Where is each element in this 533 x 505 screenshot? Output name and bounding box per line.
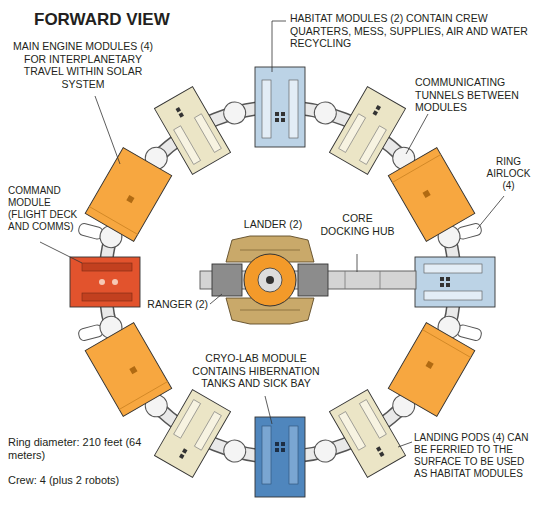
landing-pod: [154, 87, 230, 175]
callout-label: COMMAND MODULE (FLIGHT DECK AND COMMS): [8, 185, 86, 233]
landing-pod: [329, 390, 405, 478]
command-module: [70, 257, 140, 307]
ring-tunnel-fill: [105, 107, 455, 457]
ring-tunnel: [105, 107, 455, 457]
callout-label: HABITAT MODULES (2) CONTAIN CREW QUARTER…: [290, 12, 528, 50]
leader-line: [272, 21, 286, 72]
title: FORWARD VIEW: [34, 10, 170, 30]
landing-pod: [329, 87, 405, 175]
arm-segment: [345, 271, 346, 289]
engine-module: [388, 148, 474, 242]
arm-segment: [380, 271, 381, 289]
cryo-lab-module: [255, 417, 305, 497]
engine-module: [85, 323, 171, 417]
tunnel-junction: [221, 438, 248, 465]
callout-label: Ring diameter: 210 feet (64 meters): [8, 436, 146, 462]
leader-line: [406, 114, 428, 154]
leader-line: [265, 396, 272, 424]
ranger: [298, 264, 328, 296]
callout-label: CRYO-LAB MODULE CONTAINS HIBERNATION TAN…: [180, 352, 332, 390]
landing-pod: [154, 390, 230, 478]
callout-label: Crew: 4 (plus 2 robots): [8, 474, 158, 487]
callout-label: LANDING PODS (4) CAN BE FERRIED TO THE S…: [414, 432, 530, 480]
lander-detail: [240, 310, 300, 311]
tunnel-junction: [221, 99, 248, 126]
leader-line: [477, 196, 504, 229]
hub-center: [266, 276, 274, 284]
callout-label: RING AIRLOCK (4): [486, 156, 531, 192]
callout-label: RANGER (2): [140, 298, 208, 311]
callout-label: CORE DOCKING HUB: [320, 212, 395, 237]
tunnel-junction: [312, 99, 339, 126]
leader-line: [210, 294, 222, 304]
ranger: [212, 264, 242, 296]
lander-detail: [240, 250, 300, 251]
callout-label: LANDER (2): [228, 218, 318, 231]
core-hub: [244, 254, 296, 306]
habitat-module: [415, 257, 495, 307]
leader-line: [398, 442, 412, 447]
leader-line: [95, 96, 120, 164]
hub-port: [258, 268, 282, 292]
callout-label: COMMUNICATING TUNNELS BETWEEN MODULES: [415, 76, 527, 114]
callout-label: MAIN ENGINE MODULES (4) FOR INTERPLANETA…: [8, 40, 158, 90]
habitat-module: [255, 67, 305, 147]
leader-line: [40, 242, 82, 263]
tunnel-junction: [312, 438, 339, 465]
engine-module: [388, 323, 474, 417]
leader-line: [357, 254, 358, 272]
engine-module: [85, 148, 171, 242]
